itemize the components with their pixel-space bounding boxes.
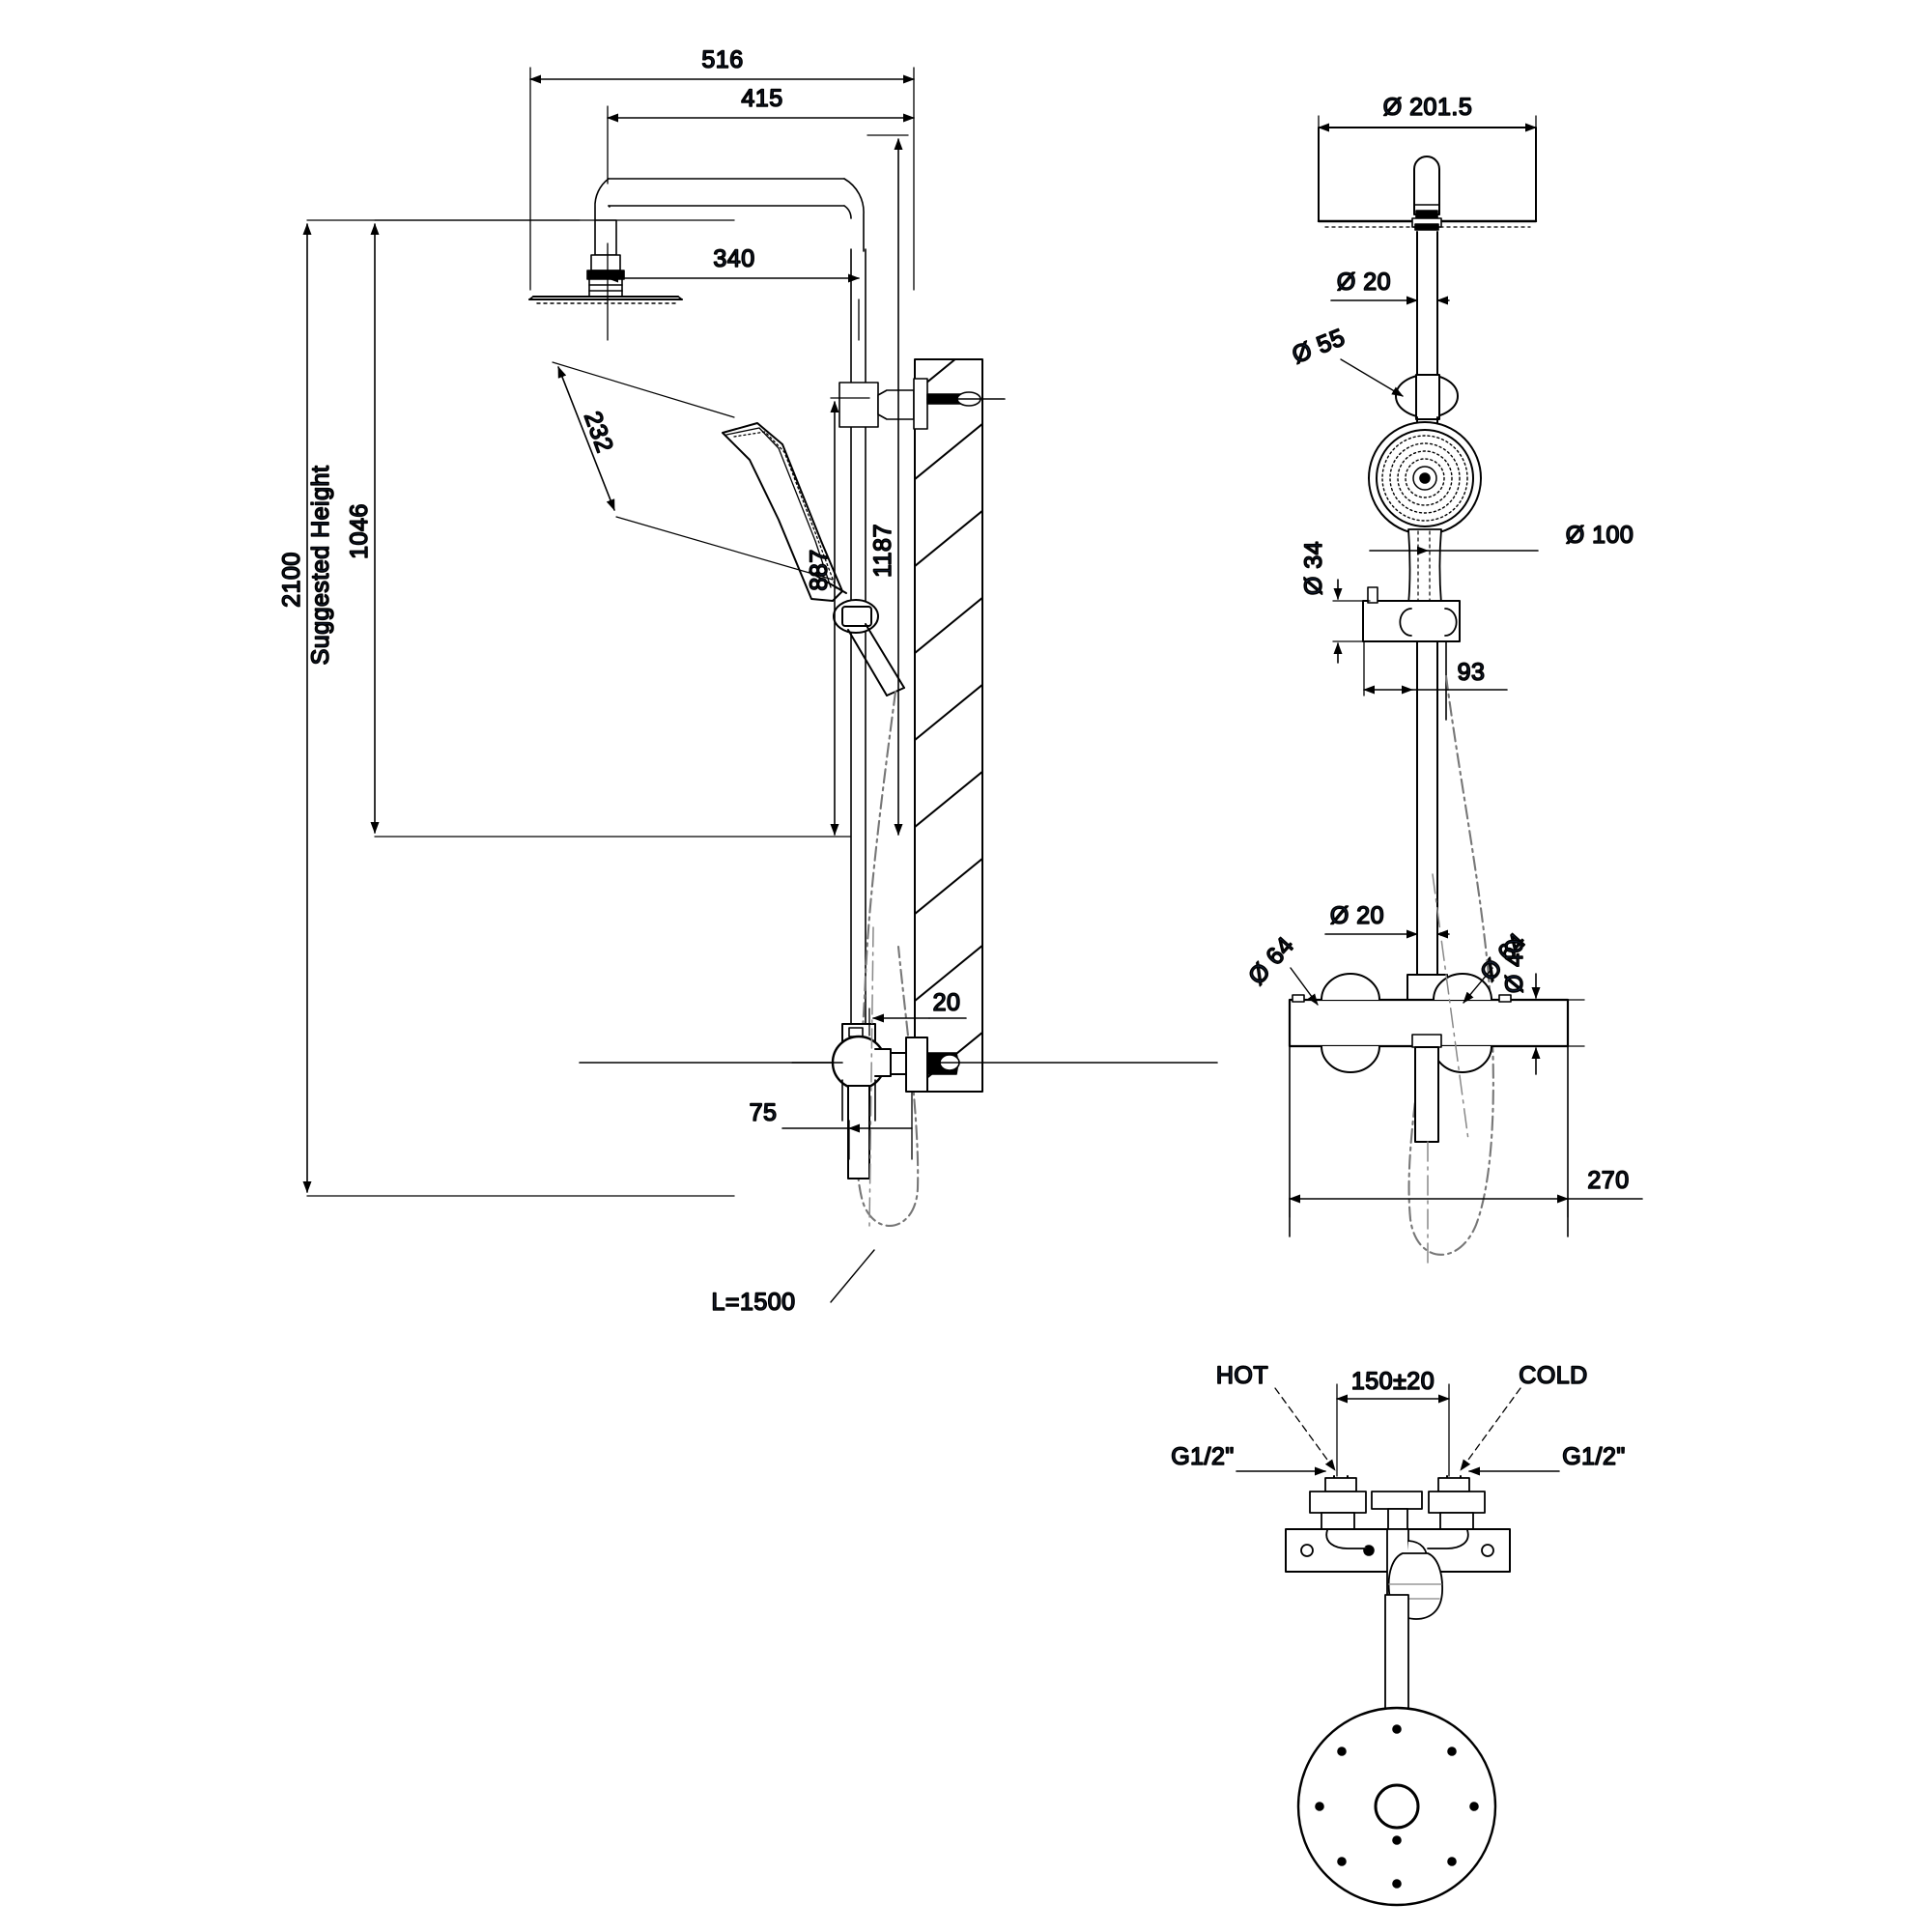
label-thread-right: G1/2" <box>1468 1442 1626 1476</box>
dim-232-label: 232 <box>579 408 618 456</box>
dim-d100: Ø 100 <box>1369 521 1634 555</box>
dim-d40: Ø 40 <box>1500 938 1585 1075</box>
handheld-shower-front <box>1368 421 1482 627</box>
dim-suggested-height-label: Suggested Height <box>307 466 334 666</box>
dim-d40-label: Ø 40 <box>1501 939 1528 993</box>
dim-93: 93 <box>1363 640 1508 696</box>
dim-d55-label: Ø 55 <box>1289 324 1350 369</box>
front-slider-bracket <box>1362 586 1461 976</box>
upper-wall-bracket <box>838 378 1006 430</box>
dim-1187-label: 1187 <box>869 524 896 578</box>
label-thread-left: G1/2" <box>1170 1442 1326 1476</box>
dim-887-label: 887 <box>806 549 833 590</box>
front-hose <box>1407 674 1494 1256</box>
dim-d64-left-label: Ø 64 <box>1243 931 1299 990</box>
dim-d55: Ø 55 <box>1288 323 1404 397</box>
dim-270: 270 <box>1289 1166 1643 1218</box>
bottom-view-assembly <box>1285 1475 1511 1907</box>
dim-d201-5-label: Ø 201.5 <box>1383 94 1472 121</box>
rain-shower-head <box>528 219 683 304</box>
front-rain-head <box>1317 127 1538 231</box>
dim-1046-label: 1046 <box>346 503 373 559</box>
dim-d20-bottom: Ø 20 <box>1324 901 1450 939</box>
dim-415: 415 <box>607 84 915 185</box>
front-centerline <box>1427 873 1469 1266</box>
dim-20-label: 20 <box>933 989 961 1016</box>
dim-75-label: 75 <box>750 1099 778 1126</box>
note-hose-label: L=1500 <box>711 1289 795 1316</box>
dim-150: 150±20 <box>1336 1367 1450 1477</box>
dim-75: 75 <box>749 1091 913 1160</box>
dim-d20-bottom-label: Ø 20 <box>1330 902 1384 929</box>
front-valve-body <box>1288 973 1570 1237</box>
riser-pipe <box>850 248 867 1030</box>
label-thread-left-text: G1/2" <box>1171 1443 1235 1470</box>
label-thread-right-text: G1/2" <box>1562 1443 1626 1470</box>
dim-270-label: 270 <box>1587 1167 1629 1194</box>
dim-1046: 1046 <box>345 219 851 838</box>
dim-340: 340 <box>607 242 860 341</box>
dim-2100-suggested-height: 2100 Suggested Height <box>277 219 735 1197</box>
dim-415-label: 415 <box>741 85 782 112</box>
label-cold-text: COLD <box>1519 1362 1587 1389</box>
dim-516-label: 516 <box>701 46 743 73</box>
wall-section <box>914 358 983 1093</box>
dim-150-label: 150±20 <box>1351 1368 1435 1395</box>
dim-887: 887 <box>805 397 870 836</box>
dim-516: 516 <box>529 45 915 291</box>
front-upper-bracket <box>1395 374 1459 420</box>
dim-d64-left: Ø 64 <box>1242 931 1319 1006</box>
label-cold: COLD <box>1460 1361 1588 1471</box>
centerline-side <box>868 926 874 1228</box>
dim-93-label: 93 <box>1458 659 1486 686</box>
dim-d34-label: Ø 34 <box>1300 541 1327 595</box>
dim-d34: Ø 34 <box>1299 540 1371 664</box>
dim-d20-top-label: Ø 20 <box>1337 269 1391 296</box>
dim-340-label: 340 <box>713 245 754 272</box>
label-hot: HOT <box>1215 1361 1336 1471</box>
label-hot-text: HOT <box>1216 1362 1268 1389</box>
dim-d100-label: Ø 100 <box>1566 522 1634 549</box>
dim-d20-top: Ø 20 <box>1330 268 1450 305</box>
dim-1187: 1187 <box>867 134 909 836</box>
dim-d201-5: Ø 201.5 <box>1318 93 1537 136</box>
shower-arm <box>594 178 865 252</box>
dim-20-wall-offset: 20 <box>868 988 967 1037</box>
dim-2100-label: 2100 <box>278 552 305 608</box>
thermostatic-valve-side <box>579 1023 1218 1179</box>
note-hose-length: L=1500 <box>711 1249 875 1317</box>
